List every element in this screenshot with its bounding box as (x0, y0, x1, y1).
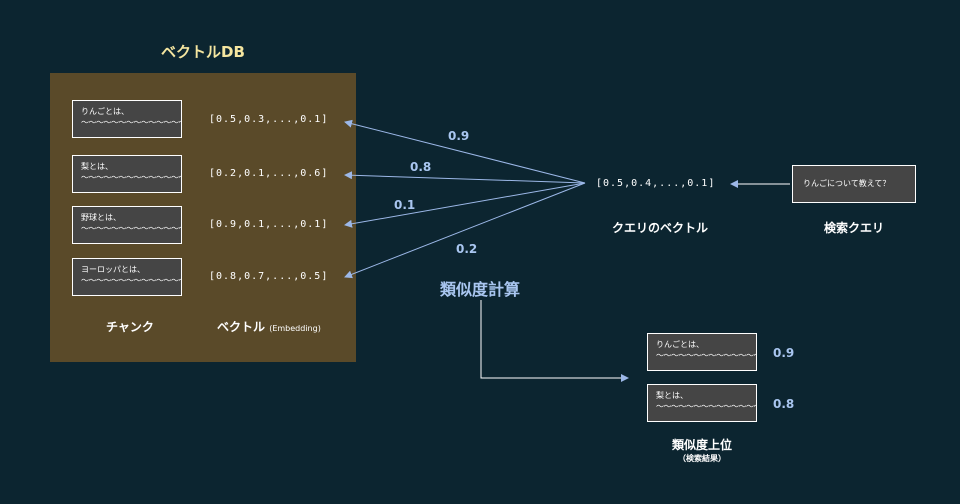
chunk-text: 梨とは、 (81, 162, 113, 171)
chunk-squiggle: 〜〜〜〜〜〜〜〜〜〜〜〜〜〜〜〜。 (81, 276, 181, 285)
result-squiggle: 〜〜〜〜〜〜〜〜〜〜〜〜〜〜〜〜。 (656, 402, 756, 411)
similarity-line-2 (344, 182, 586, 228)
chunk-text: 野球とは、 (81, 213, 121, 222)
chunk-text: りんごとは、 (81, 107, 129, 116)
chunk-vector: [0.2,0.1,...,0.6] (209, 168, 329, 179)
chunk-squiggle: 〜〜〜〜〜〜〜〜〜〜〜〜〜〜〜〜。 (81, 118, 181, 127)
result-score-0: 0.9 (773, 346, 795, 360)
similarity-line-1 (344, 171, 586, 184)
chunk-box-yakyu: 野球とは、 〜〜〜〜〜〜〜〜〜〜〜〜〜〜〜〜。 (72, 206, 182, 244)
chunk-vector: [0.8,0.7,...,0.5] (209, 271, 329, 282)
result-text: 梨とは、 (656, 391, 688, 400)
result-box-0: りんごとは、 〜〜〜〜〜〜〜〜〜〜〜〜〜〜〜〜。 (647, 333, 757, 371)
chunk-box-europe: ヨーロッパとは、 〜〜〜〜〜〜〜〜〜〜〜〜〜〜〜〜。 (72, 258, 182, 296)
chunk-squiggle: 〜〜〜〜〜〜〜〜〜〜〜〜〜〜〜〜。 (81, 224, 181, 233)
vector-label-sub: (Embedding) (269, 324, 321, 333)
result-text: りんごとは、 (656, 340, 704, 349)
similarity-line-3 (344, 182, 586, 279)
query-vector: [0.5,0.4,...,0.1] (596, 178, 716, 189)
chunk-squiggle: 〜〜〜〜〜〜〜〜〜〜〜〜〜〜〜〜。 (81, 173, 181, 182)
results-title: 類似度上位 (671, 438, 732, 452)
chunk-box-nashi: 梨とは、 〜〜〜〜〜〜〜〜〜〜〜〜〜〜〜〜。 (72, 155, 182, 193)
similarity-line-0 (344, 119, 586, 184)
similarity-score-2: 0.1 (394, 198, 416, 212)
chunk-text: ヨーロッパとは、 (81, 265, 145, 274)
similarity-score-3: 0.2 (456, 242, 478, 256)
query-vector-label: クエリのベクトル (612, 221, 709, 235)
result-score-1: 0.8 (773, 397, 795, 411)
result-squiggle: 〜〜〜〜〜〜〜〜〜〜〜〜〜〜〜〜。 (656, 351, 756, 360)
search-query-box: りんごについて教えて？ (792, 165, 916, 203)
results-subtitle: （検索結果） (678, 454, 726, 463)
result-box-1: 梨とは、 〜〜〜〜〜〜〜〜〜〜〜〜〜〜〜〜。 (647, 384, 757, 422)
chunk-column-label: チャンク (106, 320, 154, 334)
chunk-vector: [0.9,0.1,...,0.1] (209, 219, 329, 230)
vector-db-title: ベクトルDB (161, 43, 245, 61)
vector-column-label: ベクトル (Embedding) (217, 318, 321, 335)
similarity-score-1: 0.8 (410, 160, 432, 174)
result-arrow (480, 300, 629, 382)
similarity-score-0: 0.9 (448, 129, 470, 143)
vector-label-main: ベクトル (217, 320, 266, 334)
chunk-box-ringo: りんごとは、 〜〜〜〜〜〜〜〜〜〜〜〜〜〜〜〜。 (72, 100, 182, 138)
search-query-label: 検索クエリ (823, 221, 884, 235)
similarity-calc-label: 類似度計算 (440, 280, 521, 299)
chunk-vector: [0.5,0.3,...,0.1] (209, 114, 329, 125)
